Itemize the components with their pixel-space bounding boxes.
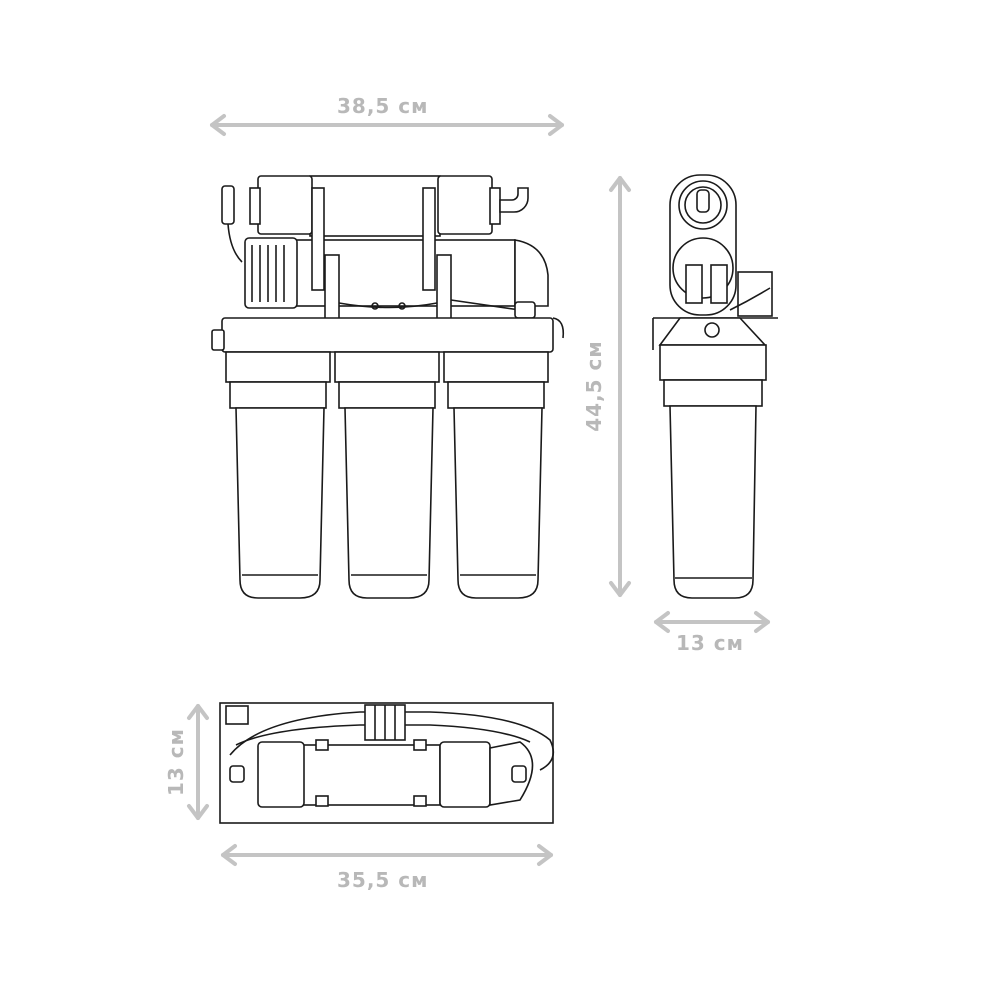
side-depth-label: 13 см: [676, 631, 744, 655]
front-width-label: 38,5 см: [337, 94, 429, 118]
top-depth-label: 13 см: [164, 728, 188, 796]
dimension-arrows: [187, 114, 770, 866]
filter-housings: [225, 351, 549, 599]
height-label: 44,5 см: [581, 340, 606, 432]
front-width-arrow: [210, 114, 564, 136]
front-view: [211, 175, 565, 599]
top-view: [219, 702, 555, 824]
height-arrow: [609, 176, 631, 597]
top-width-label: 35,5 см: [337, 868, 429, 892]
side-depth-arrow: [654, 611, 770, 633]
side-view: [652, 174, 778, 599]
top-width-arrow: [221, 844, 553, 866]
top-depth-arrow: [187, 704, 209, 820]
